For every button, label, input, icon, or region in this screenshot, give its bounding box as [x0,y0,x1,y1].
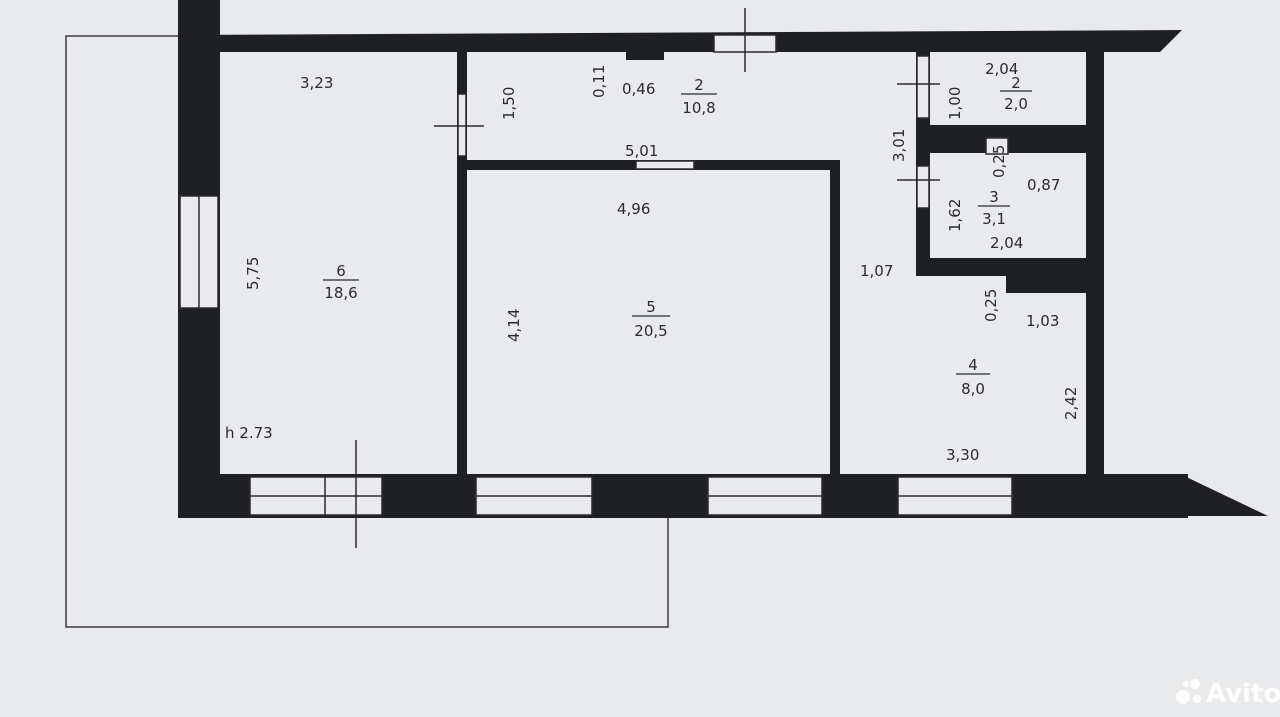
dim-2-42: 2,42 [1062,387,1080,420]
dim-1-50: 1,50 [500,87,518,120]
room-label-5: 5 20,5 [632,298,670,340]
room-label-3: 3 3,1 [978,188,1010,228]
svg-text:6: 6 [336,262,346,280]
svg-text:4: 4 [968,356,978,374]
exterior-walls [178,0,1268,518]
dim-1-03: 1,03 [1026,312,1059,330]
svg-text:2: 2 [1011,74,1021,92]
svg-text:5: 5 [646,298,656,316]
dim-5-01: 5,01 [625,142,658,160]
dim-2-04-top: 2,04 [985,60,1018,78]
dim-3-01: 3,01 [890,129,908,162]
dim-0-87: 0,87 [1027,176,1060,194]
avito-wordmark: Avito [1206,679,1280,709]
svg-text:8,0: 8,0 [961,380,985,398]
dim-1-07: 1,07 [860,262,893,280]
dim-5-75: 5,75 [244,257,262,290]
svg-text:18,6: 18,6 [324,284,357,302]
svg-text:2: 2 [694,76,704,94]
windows [179,34,1013,516]
room-label-6: 6 18,6 [323,262,359,302]
svg-text:20,5: 20,5 [634,322,667,340]
room-label-2-wc: 2 2,0 [1000,74,1032,113]
dim-0-25-b: 0,25 [982,289,1000,322]
avito-watermark: Avito [1176,679,1280,709]
svg-text:3: 3 [989,188,999,206]
svg-text:3,1: 3,1 [982,210,1006,228]
dim-2-04-mid: 2,04 [990,234,1023,252]
interior-walls [457,52,1086,474]
avito-logo-icon [1176,679,1201,704]
room-label-2-hall: 2 10,8 [681,76,717,117]
dim-1-62: 1,62 [946,199,964,232]
door-marks [355,8,940,548]
dim-3-23: 3,23 [300,74,333,92]
dim-3-30: 3,30 [946,446,979,464]
dim-0-11: 0,11 [590,65,608,98]
dim-4-14: 4,14 [505,309,523,342]
dim-0-25-a: 0,25 [990,145,1008,178]
svg-text:10,8: 10,8 [682,99,715,117]
balcony-outline [65,35,669,628]
door-openings [457,55,1009,209]
dim-1-00: 1,00 [946,87,964,120]
dimension-labels: 3,23 1,50 0,11 0,46 5,01 4,96 5,75 4,14 … [225,60,1080,464]
dim-0-46: 0,46 [622,80,655,98]
svg-text:2,0: 2,0 [1004,95,1028,113]
dim-4-96: 4,96 [617,200,650,218]
room-label-4: 4 8,0 [956,356,990,398]
ceiling-height: h 2.73 [225,424,273,442]
